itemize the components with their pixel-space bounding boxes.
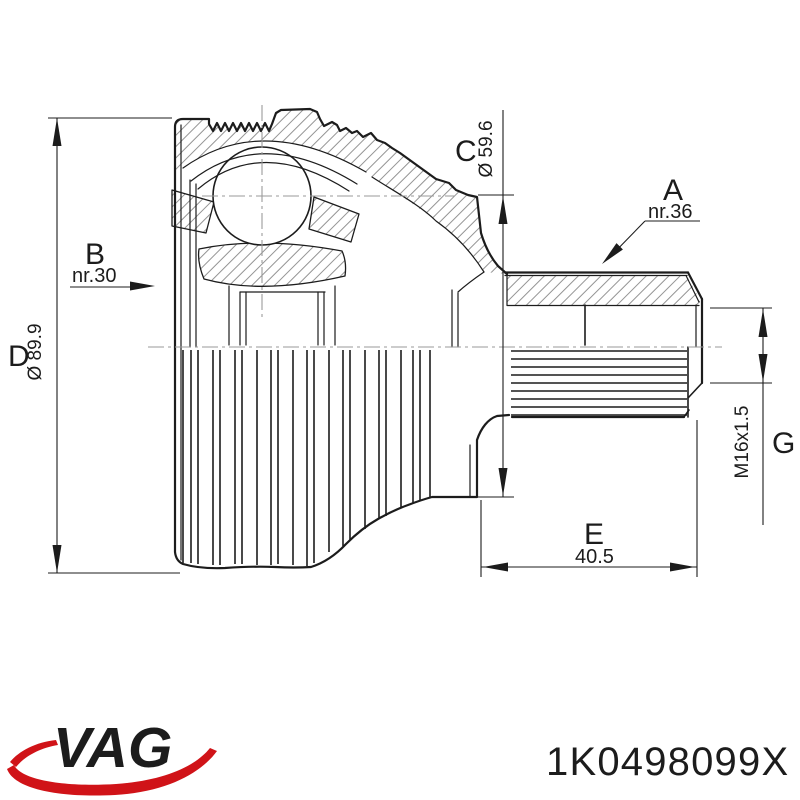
- arrow-up-icon: [758, 309, 768, 337]
- bell-outer-profile-upper: [173, 107, 509, 349]
- dimension-a: A nr.36: [602, 174, 700, 264]
- bell-lip-curl: [457, 271, 485, 293]
- bell-outer-profile-lower: [173, 345, 511, 570]
- bell-ribs: [182, 350, 431, 566]
- arrow-leader-icon: [602, 243, 623, 264]
- cage-outer-arc: [190, 153, 358, 185]
- arrow-left-icon: [483, 562, 508, 572]
- vag-logo: VAG: [7, 716, 217, 796]
- centerlines: [148, 105, 722, 348]
- stub-shaft: [503, 271, 704, 419]
- dim-a-value: nr.36: [648, 201, 692, 223]
- logo-swoosh-upper: [10, 740, 58, 767]
- dim-c-value: Ø 59.6: [476, 120, 497, 177]
- dimension-e: E 40.5: [480, 420, 698, 577]
- dim-c-letter: C: [455, 135, 477, 168]
- arrow-down-icon: [758, 354, 768, 382]
- arrow-up-icon: [52, 118, 62, 146]
- dimension-b: B nr.30: [70, 238, 155, 291]
- cage-inner-arc: [197, 161, 350, 192]
- part-number: 1K0498099X: [546, 740, 789, 784]
- bell-lip-inner-edge: [371, 176, 485, 273]
- dimension-c: C Ø 59.6: [455, 110, 514, 498]
- ball-track-arc: [182, 140, 367, 173]
- logo-swoosh-lower: [7, 748, 217, 796]
- dim-a-letter: A: [663, 174, 683, 207]
- dim-e-letter: E: [584, 518, 604, 551]
- shaft-splines: [511, 350, 687, 416]
- arrow-right-icon: [130, 281, 155, 291]
- arrow-up-icon: [498, 196, 508, 224]
- inner-hub-stem: [228, 285, 459, 348]
- dim-d-value: Ø 89.9: [25, 323, 46, 380]
- shaft-end-edges: [510, 345, 704, 419]
- dim-e-value: 40.5: [575, 546, 614, 568]
- logo-text: VAG: [53, 716, 172, 780]
- dim-b-letter: B: [85, 238, 105, 271]
- bell-left-wall-lines: [180, 124, 197, 561]
- shaft-upper-edges: [503, 271, 704, 349]
- shaft-section-hatch: [507, 276, 700, 305]
- inner-race-hatch: [197, 242, 347, 287]
- arrow-right-icon: [670, 562, 695, 572]
- dimension-d: D Ø 89.9: [8, 117, 180, 574]
- dimension-g: G M16x1.5: [710, 307, 795, 525]
- race-wedge-right: [308, 196, 360, 243]
- dim-d-letter: D: [8, 340, 30, 373]
- dim-g-letter: G: [772, 427, 795, 460]
- bell-lip-hatch: [372, 153, 507, 274]
- dim-b-value: nr.30: [72, 265, 116, 287]
- race-wedge-left: [171, 189, 215, 234]
- bell-housing-section: [171, 107, 511, 570]
- dim-g-value: M16x1.5: [732, 406, 753, 479]
- arrow-down-icon: [498, 468, 508, 496]
- arrow-down-icon: [52, 545, 62, 573]
